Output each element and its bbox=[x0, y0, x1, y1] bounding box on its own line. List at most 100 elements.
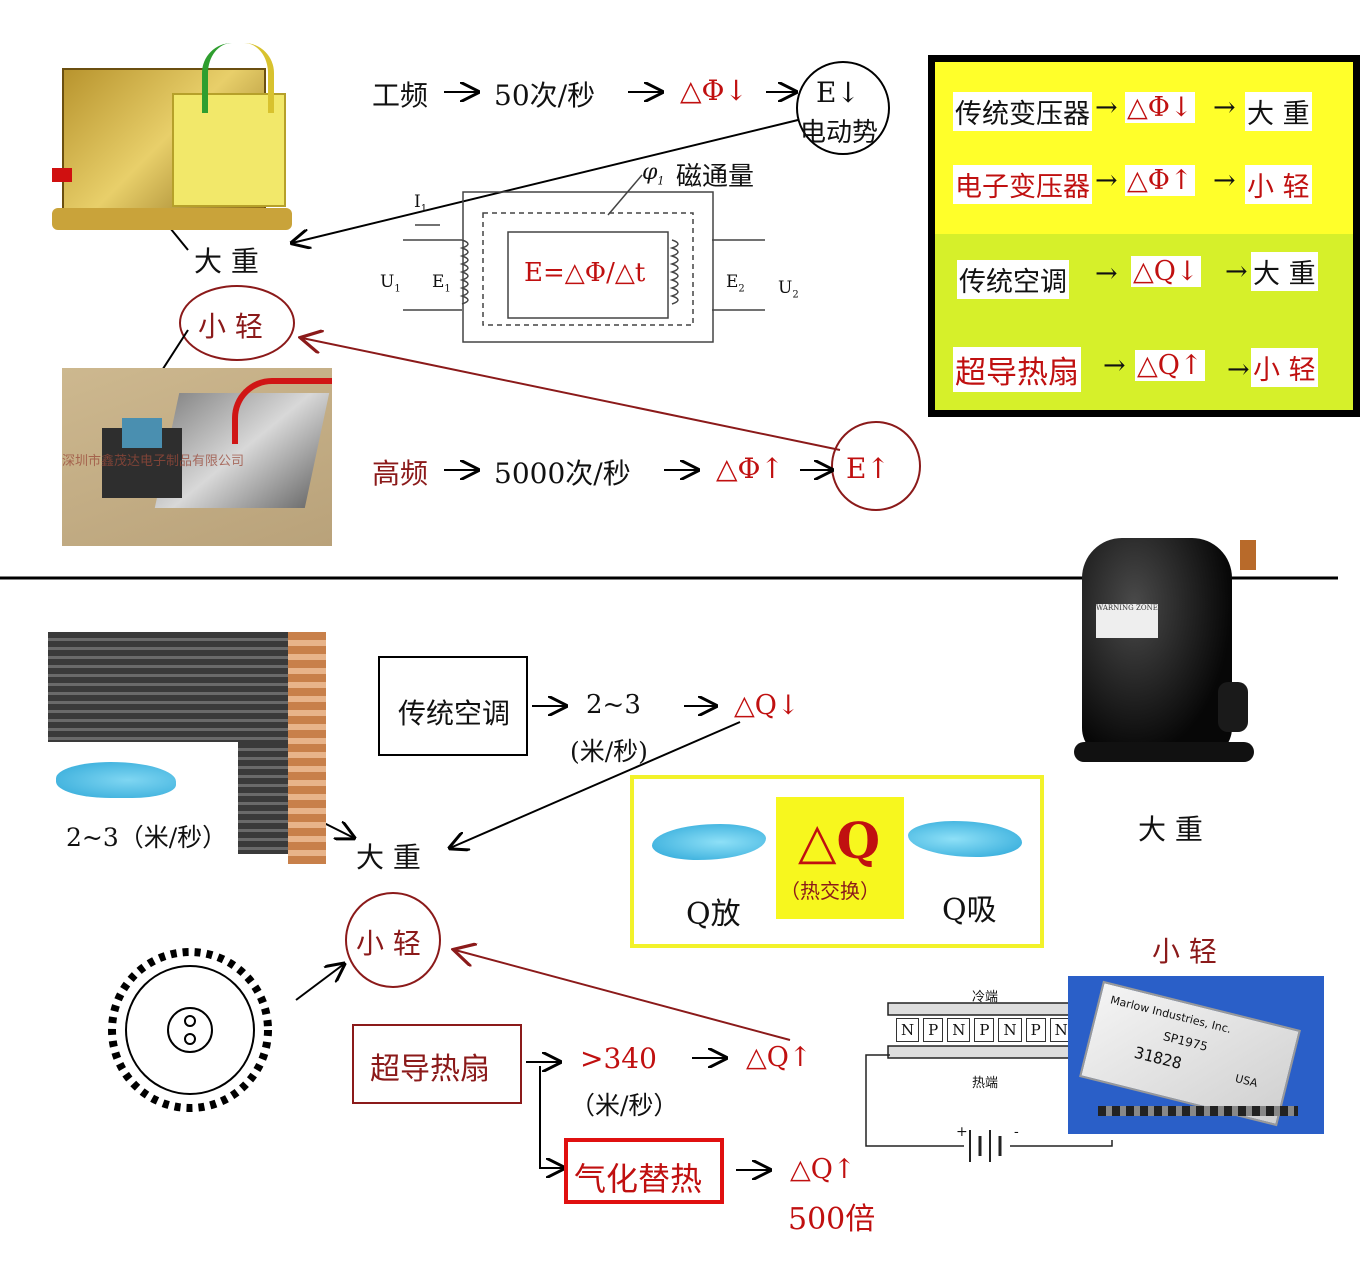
q-absorb-label: Q吸 bbox=[942, 893, 997, 928]
arrow-glyph: → bbox=[1227, 354, 1250, 385]
compressor-photo: WARNING ZONE bbox=[1068, 532, 1268, 782]
battery-minus: - bbox=[1014, 1124, 1019, 1140]
times-500-label: 500倍 bbox=[788, 1202, 876, 1237]
emf-up-label: E↑ bbox=[846, 452, 890, 485]
u1-label: U1 bbox=[380, 272, 401, 295]
peltier-country: USA bbox=[1233, 1071, 1260, 1091]
np-junctions: N P N P N P N bbox=[896, 1018, 1073, 1042]
peltier-small-light: 小 轻 bbox=[1152, 935, 1217, 968]
elec-transformer-label: 电子变压器 bbox=[953, 165, 1092, 204]
vaporization-box: 气化替热 bbox=[564, 1138, 724, 1204]
panel-big-heavy-2: 大 重 bbox=[1251, 252, 1318, 291]
p-junction: P bbox=[923, 1018, 944, 1042]
trad-ac-box-label: 传统空调 bbox=[398, 697, 511, 730]
panel-delta-phi-up: △Φ↑ bbox=[1125, 165, 1195, 196]
phi-symbol: φ1 bbox=[642, 160, 665, 188]
speed-unit-1: (米/秒) bbox=[570, 737, 648, 766]
p-junction: P bbox=[1025, 1018, 1046, 1042]
peltier-module-photo: Marlow Industries, Inc. SP1975 31828 USA bbox=[1068, 976, 1324, 1134]
heat-exchange-box: △Q （热交换） Q放 Q吸 bbox=[630, 775, 1044, 948]
compressor-label-plate: WARNING ZONE bbox=[1096, 604, 1158, 638]
delta-phi-up: △Φ↑ bbox=[716, 452, 784, 485]
big-heavy-top: 大 重 bbox=[194, 245, 259, 278]
traditional-transformer-photo bbox=[52, 38, 302, 238]
superconducting-fan-box-label: 超导热扇 bbox=[370, 1052, 490, 1087]
cold-end-label: 冷端 bbox=[972, 990, 999, 1005]
small-light-bottom: 小 轻 bbox=[356, 927, 421, 960]
i1-label: I1 bbox=[414, 192, 428, 215]
big-heavy-bottom: 大 重 bbox=[356, 841, 421, 874]
heat-exchanger-photo bbox=[48, 632, 328, 864]
delta-q-panel: △Q （热交换） bbox=[776, 797, 904, 919]
arrow bbox=[292, 119, 799, 243]
n-junction: N bbox=[998, 1018, 1022, 1042]
panel-small-light-1: 小 轻 bbox=[1245, 165, 1312, 204]
arrow bbox=[302, 338, 841, 451]
peltier-number: 31828 bbox=[1132, 1042, 1184, 1073]
freq-50-label: 50次/秒 bbox=[494, 79, 596, 112]
battery-plus: + bbox=[956, 1124, 968, 1140]
fan-drawing bbox=[108, 948, 272, 1112]
warm-air-shape bbox=[908, 821, 1022, 857]
arrow-glyph: → bbox=[1095, 92, 1118, 123]
p-junction: P bbox=[974, 1018, 995, 1042]
n-junction: N bbox=[1049, 1018, 1073, 1042]
power-freq-label: 工频 bbox=[372, 79, 429, 112]
emf-circle bbox=[796, 61, 890, 155]
compressor-big-heavy: 大 重 bbox=[1138, 813, 1203, 846]
peltier-circuit bbox=[865, 1002, 1113, 1162]
panel-big-heavy-1: 大 重 bbox=[1245, 92, 1312, 131]
small-light-circle-bottom bbox=[345, 892, 441, 988]
trad-ac-box: 传统空调 bbox=[378, 656, 528, 756]
panel-delta-q-down: △Q↓ bbox=[1131, 256, 1201, 287]
small-light-circle bbox=[179, 285, 295, 361]
peltier-brand: Marlow Industries, Inc. bbox=[1109, 993, 1233, 1037]
bottom-delta-q-down: △Q↓ bbox=[734, 690, 800, 721]
delta-q-big: △Q bbox=[798, 811, 881, 870]
flux-label: 磁通量 bbox=[676, 162, 755, 192]
speed-unit-2: （米/秒） bbox=[570, 1091, 679, 1120]
n-junction: N bbox=[896, 1018, 920, 1042]
heat-exchange-label: （热交换） bbox=[780, 879, 880, 903]
electronic-transformer-photo: 深圳市鑫茂达电子制品有限公司 bbox=[62, 368, 332, 546]
high-freq-label: 高频 bbox=[372, 457, 429, 490]
watermark-text: 深圳市鑫茂达电子制品有限公司 bbox=[62, 454, 245, 469]
freq-5000-label: 5000次/秒 bbox=[494, 457, 631, 490]
cool-air-shape bbox=[652, 824, 766, 860]
speed-2-3: 2~3 bbox=[586, 690, 641, 720]
arrow bbox=[455, 950, 791, 1041]
u2-label: U2 bbox=[778, 278, 799, 301]
arrow-glyph: → bbox=[1095, 165, 1118, 196]
arrow-glyph: → bbox=[1213, 165, 1236, 196]
bottom-delta-q-up-2: △Q↑ bbox=[790, 1154, 856, 1185]
vaporization-label: 气化替热 bbox=[574, 1160, 703, 1198]
emf-down-label: E↓ bbox=[816, 76, 860, 109]
trad-ac-label: 传统空调 bbox=[957, 260, 1069, 299]
transformer-schematic bbox=[403, 174, 765, 343]
speed-340: >340 bbox=[580, 1042, 657, 1075]
panel-delta-phi-down: △Φ↓ bbox=[1125, 92, 1195, 123]
bottom-delta-q-up: △Q↑ bbox=[746, 1042, 812, 1073]
e2-label: E2 bbox=[726, 272, 745, 295]
branch-line bbox=[539, 1066, 564, 1168]
small-light-top: 小 轻 bbox=[198, 310, 263, 343]
superconducting-fan-box: 超导热扇 bbox=[352, 1024, 522, 1104]
e1-label: E1 bbox=[432, 272, 451, 295]
comparison-panel: 传统变压器 → △Φ↓ → 大 重 电子变压器 → △Φ↑ → 小 轻 传统空调… bbox=[928, 55, 1360, 417]
q-release-label: Q放 bbox=[686, 897, 741, 932]
emf-label: 电动势 bbox=[800, 118, 879, 148]
arrow-glyph: → bbox=[1213, 92, 1236, 123]
n-junction: N bbox=[947, 1018, 971, 1042]
fin-speed-label: 2~3（米/秒） bbox=[66, 823, 228, 852]
superconducting-fan-label: 超导热扇 bbox=[953, 347, 1081, 392]
panel-delta-q-up: △Q↑ bbox=[1135, 350, 1205, 381]
hot-end-label: 热端 bbox=[972, 1076, 999, 1091]
panel-small-light-2: 小 轻 bbox=[1251, 348, 1318, 387]
arrow bbox=[450, 721, 741, 848]
arrow bbox=[295, 964, 344, 1001]
arrow-glyph: → bbox=[1225, 256, 1248, 287]
arrow-glyph: → bbox=[1103, 350, 1126, 381]
trad-transformer-label: 传统变压器 bbox=[953, 92, 1092, 131]
arrow-glyph: → bbox=[1095, 258, 1118, 289]
emf-formula: E=△Φ/△t bbox=[524, 258, 646, 288]
